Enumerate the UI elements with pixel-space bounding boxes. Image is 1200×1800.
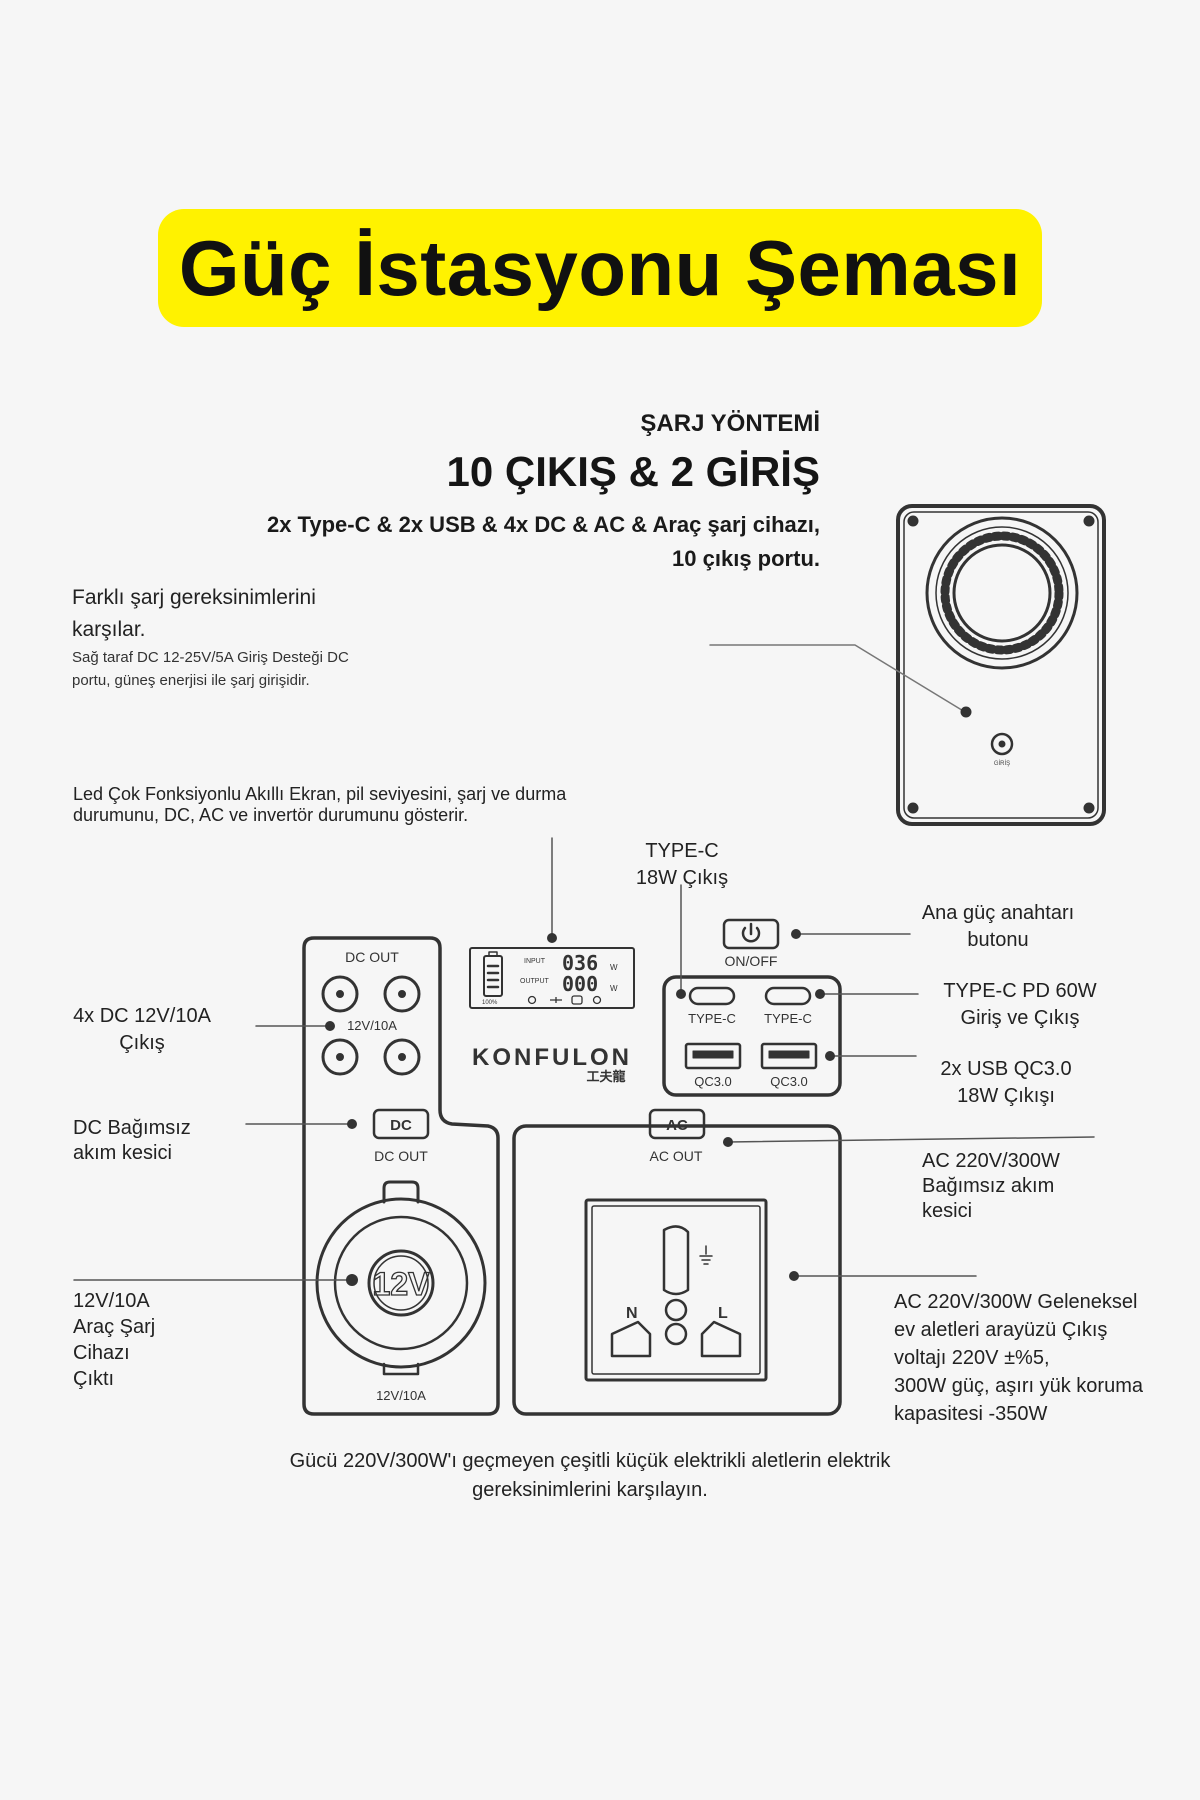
leader-lines (73, 837, 1095, 1281)
label-usb-qc: 2x USB QC3.0 18W Çıkışı (940, 1058, 1072, 1107)
dc-breaker-button (372, 1108, 430, 1140)
io-detail: 2x Type-C & 2x USB & 4x DC & AC & Araç ş… (266, 512, 820, 571)
brand-logo: KONFULON (472, 1044, 632, 1071)
qc-label-1: QC3.0 (694, 1074, 732, 1089)
left-note-main: Farklı şarj gereksinimlerini karşılar. (72, 586, 316, 641)
dc-output-ports (321, 975, 421, 1076)
typec-ports (688, 986, 812, 1006)
car-socket (315, 1180, 487, 1376)
power-button (722, 918, 780, 950)
lcd-display (469, 947, 635, 1009)
charge-method-heading: ŞARJ YÖNTEMİ (640, 410, 820, 437)
page-title: Güç İstasyonu Şeması (178, 223, 1022, 312)
ac-button-label: AC (666, 1117, 688, 1134)
outlet-l-label: L (718, 1305, 728, 1322)
ac-outlet (584, 1198, 768, 1382)
car-rating-label: 12V/10A (376, 1388, 426, 1403)
outlet-n-label: N (626, 1305, 638, 1322)
lcd-input-label: INPUT (524, 958, 546, 965)
on-off-label: ON/OFF (725, 953, 778, 969)
label-dc-out: 4x DC 12V/10A Çıkış (73, 1005, 211, 1054)
car-socket-label: 12V (373, 1266, 431, 1302)
footer-note: Gücü 220V/300W'ı geçmeyen çeşitli küçük … (289, 1450, 891, 1501)
label-typec-pd: TYPE-C PD 60W Giriş ve Çıkış (943, 980, 1097, 1029)
lcd-unit-input: W (610, 963, 618, 972)
lcd-input-value: 036 (562, 951, 598, 975)
led-display-note: Led Çok Fonksiyonlu Akıllı Ekran, pil se… (73, 784, 567, 825)
device-body (302, 936, 842, 1416)
left-note-sub: Sağ taraf DC 12-25V/5A Giriş Desteği DC … (72, 649, 349, 689)
usb-qc-ports (684, 1042, 818, 1070)
label-ac-breaker: AC 220V/300W Bağımsız akım kesici (922, 1150, 1060, 1222)
label-typec-18w: TYPE-C 18W Çıkış (635, 840, 729, 889)
side-panel (896, 504, 1106, 826)
typec-label-1: TYPE-C (688, 1011, 736, 1026)
label-car-charger: 12V/10A Araç Şarj Cihazı Çıktı (73, 1290, 156, 1390)
lcd-output-value: 000 (562, 972, 598, 996)
leader-dots (325, 929, 835, 1286)
ac-out-label: AC OUT (650, 1148, 703, 1164)
dc-rating-label: 12V/10A (347, 1018, 397, 1033)
title-banner: Güç İstasyonu Şeması (158, 209, 1042, 327)
label-ac-outlet: AC 220V/300W Geleneksel ev aletleri aray… (894, 1291, 1143, 1425)
ac-breaker-button (648, 1108, 706, 1140)
lcd-status-icons (527, 995, 602, 1005)
power-icon (741, 922, 761, 943)
fan-grille-icon (925, 516, 1079, 670)
dc-button-label: DC (390, 1117, 412, 1134)
dc-out-label: DC OUT (345, 949, 399, 965)
io-headline: 10 ÇIKIŞ & 2 GİRİŞ (446, 448, 820, 495)
lcd-output-label: OUTPUT (520, 978, 550, 985)
typec-label-2: TYPE-C (764, 1011, 812, 1026)
qc-label-2: QC3.0 (770, 1074, 808, 1089)
label-power-switch: Ana güç anahtarı butonu (921, 902, 1075, 951)
label-dc-breaker: DC Bağımsız akım kesici (73, 1117, 191, 1164)
dc-out-label-2: DC OUT (374, 1148, 428, 1164)
side-dc-input-port (990, 732, 1014, 756)
lcd-unit-output: W (610, 984, 618, 993)
side-port-label: GİRİŞ (994, 760, 1010, 767)
brand-logo-cn: 工夫龍 (586, 1069, 625, 1084)
lcd-battery-level: 100% (482, 1000, 498, 1006)
